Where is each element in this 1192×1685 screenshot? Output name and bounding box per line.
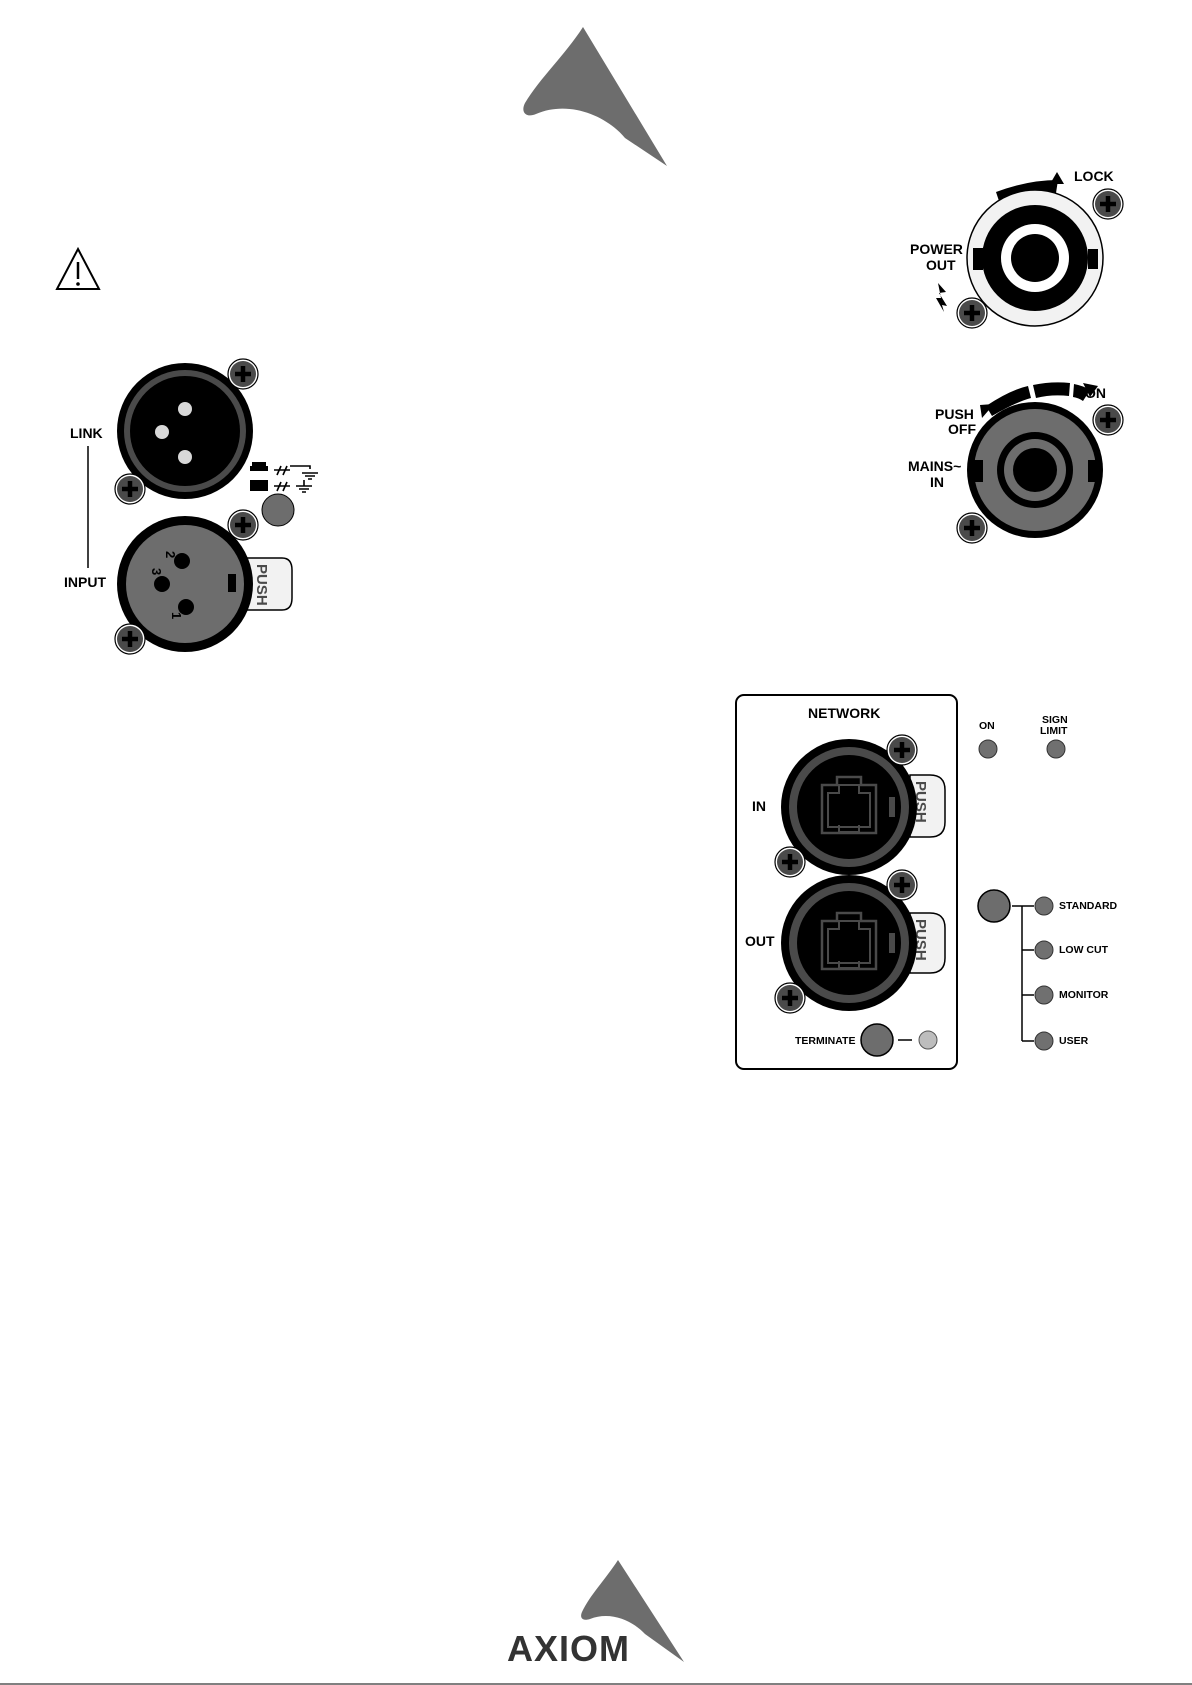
preset-led-user [1035, 1032, 1053, 1050]
mains-in-label-1: MAINS~ [908, 458, 961, 474]
lock-label: LOCK [1074, 168, 1114, 184]
preset-label-low-cut: LOW CUT [1059, 944, 1109, 956]
sign-limit-led [1047, 740, 1065, 758]
on-led [979, 740, 997, 758]
network-out-label: OUT [745, 933, 775, 949]
preset-label-monitor: MONITOR [1059, 989, 1109, 1001]
brand-wordmark: AXIOM [507, 1628, 630, 1669]
network-in-connector: PUSH [775, 735, 945, 877]
link-label: LINK [70, 425, 103, 441]
push-off-label-2: OFF [948, 421, 976, 437]
lightning-icon [936, 283, 947, 312]
limit-label: LIMIT [1040, 725, 1068, 737]
power-out-label-1: POWER [910, 241, 963, 257]
xlr-input-connector: PUSH 2 3 1 [115, 510, 292, 654]
xlr-link-connector [115, 359, 258, 504]
preset-led-low-cut [1035, 941, 1053, 959]
mains-in-connector [957, 382, 1123, 543]
preset-led-standard [1035, 897, 1053, 915]
input-label: INPUT [64, 574, 106, 590]
on-power-label: ON [1085, 385, 1106, 401]
terminate-led [919, 1031, 937, 1049]
network-title: NETWORK [808, 705, 880, 721]
preset-led-monitor [1035, 986, 1053, 1004]
terminate-label: TERMINATE [795, 1035, 855, 1047]
warning-icon [57, 249, 99, 289]
power-out-connector [957, 172, 1123, 328]
on-indicator-label: ON [979, 720, 995, 732]
preset-select-button [978, 890, 1010, 922]
network-out-connector: PUSH [775, 870, 945, 1013]
ground-lift-switch [250, 462, 318, 526]
push-tab-label: PUSH [253, 564, 270, 606]
preset-label-user: USER [1059, 1035, 1089, 1047]
terminate-button [861, 1024, 893, 1056]
brand-logo-top [523, 27, 667, 166]
push-off-label-1: PUSH [935, 406, 974, 422]
network-in-label: IN [752, 798, 766, 814]
svg-text:3: 3 [149, 568, 164, 575]
preset-bracket [1012, 906, 1034, 1041]
preset-label-standard: STANDARD [1059, 900, 1118, 912]
svg-text:2: 2 [163, 551, 178, 558]
power-out-label-2: OUT [926, 257, 956, 273]
svg-text:1: 1 [169, 612, 184, 619]
mains-in-label-2: IN [930, 474, 944, 490]
